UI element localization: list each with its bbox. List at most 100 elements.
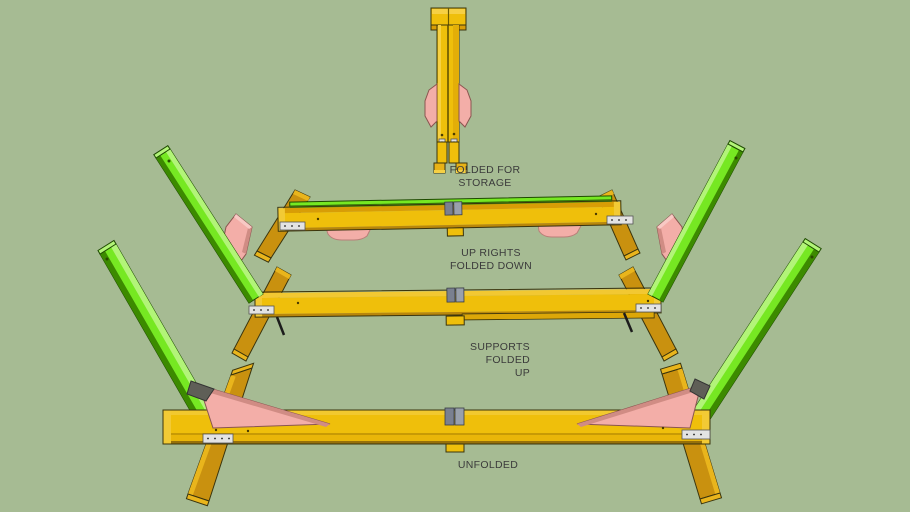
foot-end-cap [623, 248, 641, 261]
upright-end-cap [97, 239, 117, 255]
upright-highlight [687, 242, 808, 423]
upright-face [99, 243, 219, 432]
hinge-screw [647, 307, 649, 309]
beam-bottom-edge [171, 441, 702, 444]
column-shade [453, 25, 459, 142]
bolt-dot [246, 429, 250, 433]
pivot-block-left [444, 407, 455, 426]
main-beam [254, 287, 662, 326]
foot-end-cap [185, 493, 210, 507]
bolt-dot [646, 299, 650, 303]
upright-shade [156, 155, 253, 303]
bolt-dot [167, 159, 171, 163]
bolt-dot [452, 132, 456, 136]
stage-uprights-folded-down[interactable] [253, 189, 641, 263]
folded-support-left [325, 227, 372, 241]
hinge-screw [654, 307, 656, 309]
latch-stick-left [275, 316, 286, 336]
leg-right [448, 141, 460, 164]
beam-bottom-edge [278, 221, 622, 232]
gusset-top [234, 214, 252, 229]
hinge-screw [214, 437, 216, 440]
upright-highlight [648, 144, 732, 296]
pivot-block-right [454, 407, 465, 426]
beam-end-cap-left [163, 410, 171, 444]
stage-unfolded[interactable] [97, 237, 822, 507]
beam-lower-rail [171, 435, 702, 441]
upright-highlight [166, 149, 263, 297]
hinge-screw [284, 225, 286, 227]
gusset-edge [657, 227, 666, 254]
stage-supports-folded-up[interactable] [153, 139, 746, 362]
beam-top-face [171, 410, 702, 415]
upright-face [686, 241, 820, 431]
hinge-screw [625, 219, 627, 221]
bolt-dot [214, 428, 218, 432]
pivot-block-left [444, 201, 454, 216]
hinge-screw [207, 437, 209, 440]
stage-folded-for-storage[interactable] [424, 7, 472, 174]
gusset-edge [577, 385, 703, 427]
upright-highlight [111, 244, 218, 424]
foot-stub-cap [434, 170, 445, 173]
label-supports-folded-up: SUPPORTS FOLDED UP [470, 341, 530, 379]
bolt-dot [440, 133, 444, 137]
bolt-dot [105, 257, 109, 261]
hinge-screw [298, 225, 300, 227]
hinge-screw [640, 307, 642, 309]
upright-beam-right [647, 139, 746, 303]
foot-end-cap [293, 190, 310, 201]
hinge-screw [221, 437, 223, 440]
hinge-screw [253, 309, 255, 311]
hinge-screw [611, 219, 613, 221]
bolt-dot [296, 301, 300, 305]
beam-face [254, 293, 662, 315]
bolt-dot [810, 255, 814, 259]
support-gusset-right [576, 378, 711, 429]
pivot-block-right [455, 287, 465, 303]
bolt-dot [661, 426, 665, 430]
foot-end-cap [699, 492, 723, 505]
gusset-top [657, 214, 674, 229]
foot-end-cap [231, 348, 249, 362]
upright-shade [659, 150, 743, 302]
support-gusset-left [186, 380, 331, 429]
hinge-screw [228, 437, 230, 440]
gusset-edge [197, 385, 330, 427]
folded-gusset-left [424, 83, 438, 128]
beam-outline [162, 409, 711, 445]
hinge-screw [700, 433, 702, 436]
bolt-dot [734, 156, 738, 160]
foot-end-cap [659, 362, 683, 375]
gusset-edge [242, 227, 252, 254]
upright-shade [100, 251, 207, 431]
center-tab [445, 443, 465, 453]
main-beam [277, 195, 622, 237]
pivot-block-left [446, 287, 456, 303]
label-uprights-folded-down: UP RIGHTS FOLDED DOWN [449, 247, 533, 272]
folded-support-right [537, 223, 583, 238]
foot-end-cap [661, 348, 679, 362]
hinge-screw [267, 309, 269, 311]
foot-stub-cap [456, 170, 467, 173]
latch-stick-right [622, 312, 634, 333]
bolt-dot [316, 217, 320, 221]
beam-mid-line [171, 433, 702, 435]
leg-left [436, 141, 448, 164]
upright-beam-right [686, 237, 822, 431]
upright-shade [698, 249, 819, 430]
upright-beam-left [97, 239, 219, 432]
upright-end-cap [153, 145, 171, 159]
hinge-plate-right [606, 215, 634, 225]
center-tab [445, 315, 465, 326]
foot-end-cap [275, 267, 291, 279]
label-unfolded: UNFOLDED [457, 459, 519, 471]
bolt-dot [594, 212, 598, 216]
hinge-screw [291, 225, 293, 227]
folded-gusset-right [458, 83, 472, 128]
hinge-screw [618, 219, 620, 221]
beam-end-cap-right [702, 410, 710, 444]
beam-bottom-edge [255, 309, 662, 318]
